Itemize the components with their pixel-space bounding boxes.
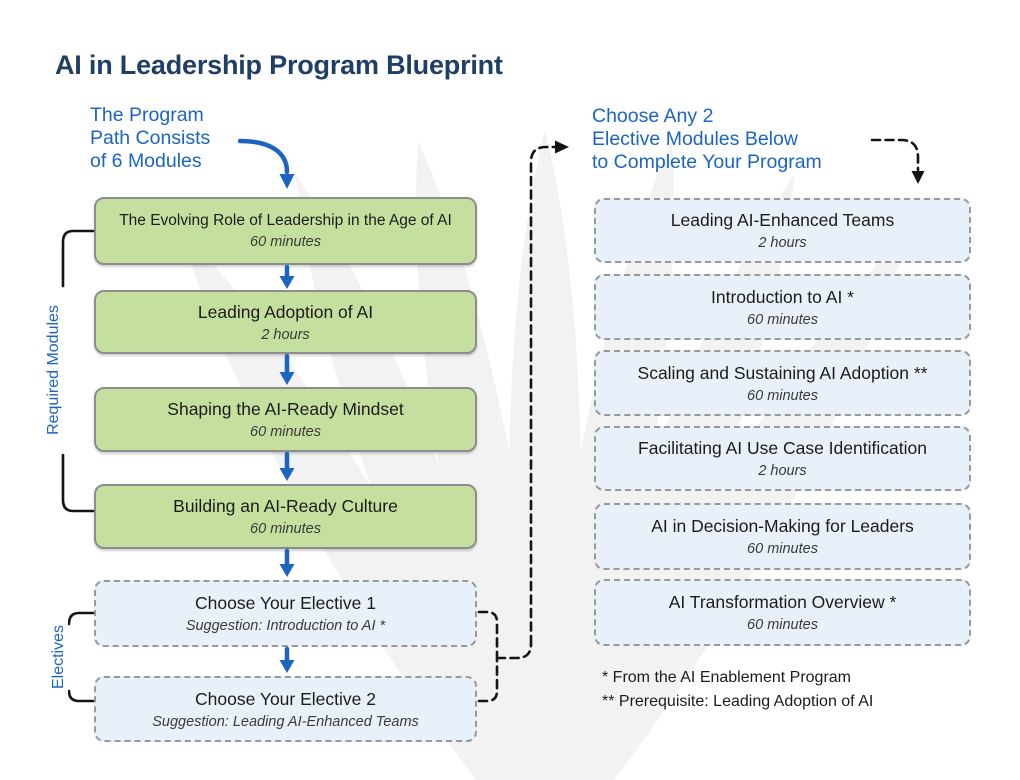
- module-title: Building an AI-Ready Culture: [173, 496, 398, 516]
- required-module-3: Shaping the AI-Ready Mindset 60 minutes: [94, 387, 477, 452]
- left-intro-line: The Program: [90, 104, 204, 126]
- module-duration: 2 hours: [261, 326, 310, 343]
- dashed-right-arrow-icon: [529, 140, 569, 646]
- module-duration: 2 hours: [758, 235, 807, 251]
- electives-label: Electives: [50, 620, 68, 694]
- module-duration: 60 minutes: [250, 424, 321, 440]
- module-title: Scaling and Sustaining AI Adoption **: [637, 362, 928, 383]
- module-duration: 60 minutes: [747, 541, 818, 557]
- down-arrow-icon: [237, 138, 295, 189]
- module-title: AI in Decision-Making for Leaders: [651, 516, 914, 536]
- required-modules-bracket: [61, 229, 95, 513]
- footnotes: * From the AI Enablement Program ** Prer…: [602, 666, 873, 714]
- down-arrow-icon: [279, 548, 295, 577]
- elective-slots-dashed-bracket: [477, 610, 533, 703]
- module-title: AI Transformation Overview *: [668, 592, 897, 612]
- elective-slot-2: Choose Your Elective 2 Suggestion: Leadi…: [94, 676, 477, 742]
- left-intro-line: Path Consists: [90, 127, 211, 149]
- footnote-asterisk: * From the AI Enablement Program: [602, 669, 851, 686]
- module-title: Leading Adoption of AI: [197, 301, 374, 322]
- elective-module-2: Introduction to AI * 60 minutes: [594, 274, 971, 340]
- module-duration: 60 minutes: [747, 311, 818, 328]
- module-title: Shaping the AI-Ready Mindset: [167, 399, 404, 419]
- elective-module-1: Leading AI-Enhanced Teams 2 hours: [594, 198, 971, 263]
- module-title: The Evolving Role of Leadership in the A…: [119, 212, 452, 229]
- module-suggestion: Suggestion: Introduction to AI *: [185, 618, 386, 634]
- module-duration: 60 minutes: [747, 617, 818, 633]
- right-intro-text: Choose Any 2 Elective Modules Below to C…: [592, 105, 822, 174]
- elective-module-3: Scaling and Sustaining AI Adoption ** 60…: [594, 350, 971, 416]
- elective-module-4: Facilitating AI Use Case Identification …: [594, 426, 971, 491]
- required-module-4: Building an AI-Ready Culture 60 minutes: [94, 484, 477, 549]
- footnote-double-asterisk: ** Prerequisite: Leading Adoption of AI: [602, 693, 874, 710]
- required-module-2: Leading Adoption of AI 2 hours: [94, 290, 477, 354]
- required-module-1: The Evolving Role of Leadership in the A…: [94, 197, 477, 265]
- electives-bracket: [67, 611, 95, 703]
- module-title: Leading AI-Enhanced Teams: [670, 210, 895, 230]
- right-intro-line: Elective Modules Below: [592, 128, 798, 150]
- down-arrow-icon: [279, 646, 295, 673]
- left-intro-text: The Program Path Consists of 6 Modules: [90, 104, 210, 173]
- module-suggestion: Suggestion: Leading AI-Enhanced Teams: [152, 713, 419, 730]
- elective-module-6: AI Transformation Overview * 60 minutes: [594, 579, 971, 646]
- module-duration: 60 minutes: [747, 387, 818, 404]
- module-title: Choose Your Elective 1: [195, 593, 376, 613]
- module-duration: 2 hours: [758, 463, 807, 479]
- module-title: Choose Your Elective 2: [195, 688, 376, 709]
- left-intro-line: of 6 Modules: [90, 150, 202, 172]
- module-title: Facilitating AI Use Case Identification: [638, 438, 927, 458]
- page-title: AI in Leadership Program Blueprint: [55, 50, 503, 80]
- down-arrow-icon: [279, 353, 295, 385]
- module-duration: 60 minutes: [250, 521, 321, 537]
- right-intro-line: Choose Any 2: [592, 105, 714, 127]
- elective-module-5: AI in Decision-Making for Leaders 60 min…: [594, 503, 971, 570]
- module-title: Introduction to AI *: [710, 286, 854, 307]
- down-arrow-icon: [279, 264, 295, 289]
- down-arrow-icon: [279, 451, 295, 481]
- right-intro-line: to Complete Your Program: [592, 151, 822, 173]
- required-modules-label: Required Modules: [45, 301, 63, 439]
- dashed-down-arrow-icon: [870, 138, 925, 184]
- elective-slot-1: Choose Your Elective 1 Suggestion: Intro…: [94, 580, 477, 647]
- module-duration: 60 minutes: [250, 234, 321, 250]
